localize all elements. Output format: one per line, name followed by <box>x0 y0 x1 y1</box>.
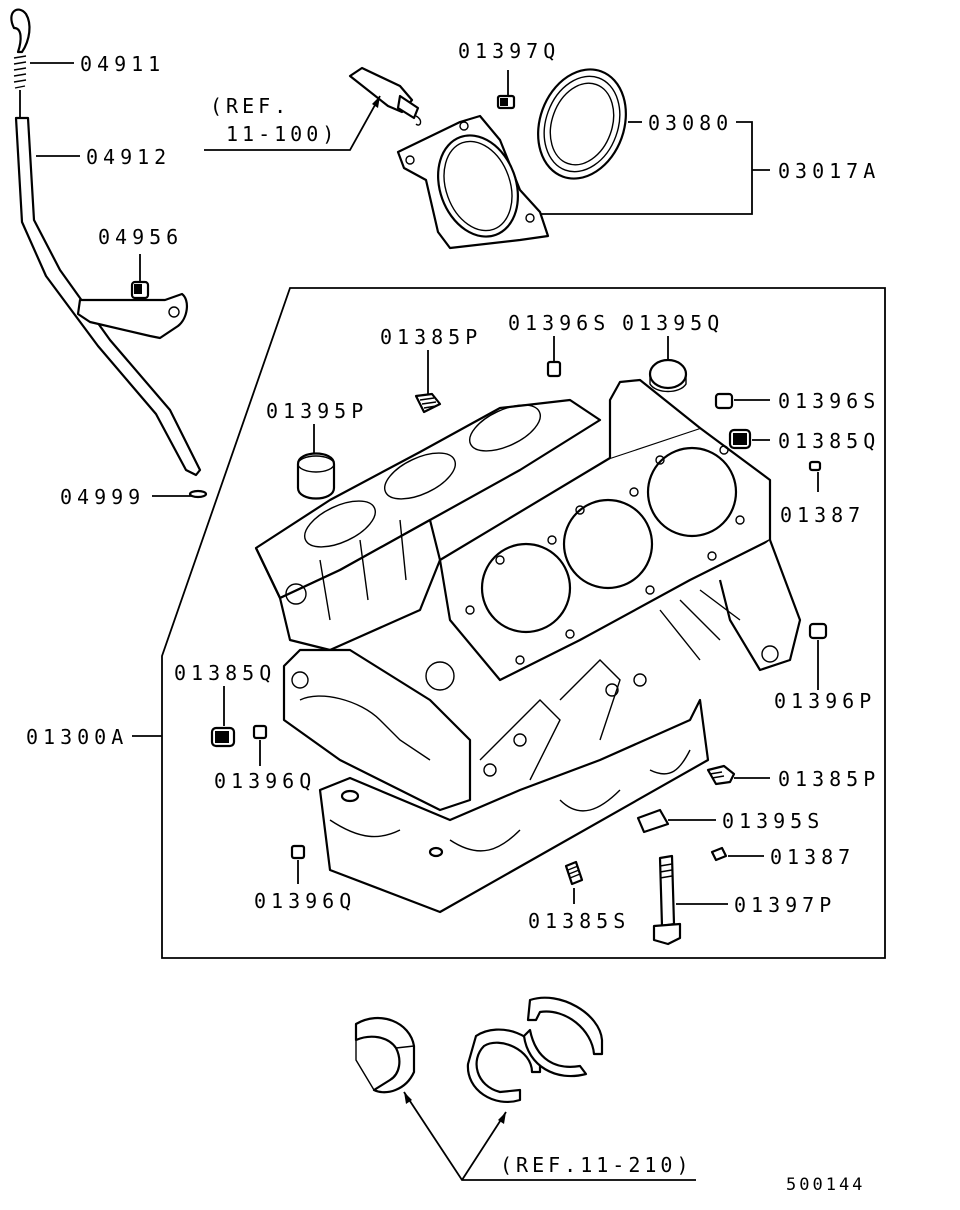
label-01397p: 01397P <box>734 893 836 917</box>
label-03017a: 03017A <box>778 159 880 183</box>
label-01385s: 01385S <box>528 909 630 933</box>
ref-11-100-line2: 11-100) <box>226 122 338 146</box>
label-01387-top: 01387 <box>780 503 865 527</box>
bolt-01397q <box>496 94 516 110</box>
label-04911: 04911 <box>80 52 165 76</box>
pin-01387-top <box>808 460 822 472</box>
plug-01385q-right <box>728 428 752 450</box>
label-01397q: 01397Q <box>458 39 560 63</box>
ref-11-210: (REF.11-210) <box>500 1153 693 1177</box>
pin-01387-bottom <box>710 846 728 862</box>
rear-oil-seal-case <box>396 114 550 250</box>
bolt-01397p <box>652 854 682 946</box>
thrust-washer-right <box>522 996 604 1078</box>
cylinder-block <box>254 378 802 914</box>
label-04956: 04956 <box>98 225 183 249</box>
dowel-01396p <box>808 622 828 640</box>
label-01396p: 01396P <box>774 689 876 713</box>
label-04912: 04912 <box>86 145 171 169</box>
oil-seal-03080 <box>537 68 627 180</box>
plug-01385p-top <box>414 392 442 414</box>
label-01395s: 01395S <box>722 809 824 833</box>
label-04999: 04999 <box>60 485 145 509</box>
dipstick-assembly <box>10 8 208 499</box>
bolt-04956 <box>130 280 150 300</box>
plug-01385p-right <box>706 764 736 786</box>
dowel-01396s-right <box>714 392 734 410</box>
label-01387-bottom: 01387 <box>770 845 855 869</box>
block-assembly-frame <box>161 287 886 959</box>
dowel-01396q-bottom <box>290 844 306 860</box>
label-01385p-right: 01385P <box>778 767 880 791</box>
label-01396q-mid: 01396Q <box>214 769 316 793</box>
label-01385q-left: 01385Q <box>174 661 276 685</box>
dowel-01396s-top <box>546 360 562 378</box>
diagram-code: 500144 <box>786 1175 865 1195</box>
label-01300a: 01300A <box>26 725 128 749</box>
oring-04999 <box>188 489 208 499</box>
label-01395p: 01395P <box>266 399 368 423</box>
plug-01395s <box>636 808 670 834</box>
plug-01385s <box>564 860 584 886</box>
label-01385q-right: 01385Q <box>778 429 880 453</box>
label-03080: 03080 <box>648 111 733 135</box>
main-bearing <box>354 1016 416 1094</box>
dowel-01396q-mid <box>252 724 268 740</box>
label-01396q-bottom: 01396Q <box>254 889 356 913</box>
plug-01385q-left <box>210 726 236 748</box>
plug-01395q <box>648 358 688 393</box>
label-01396s-top: 01396S <box>508 311 610 335</box>
label-01385p-top: 01385P <box>380 325 482 349</box>
ref-11-100-line1: (REF. <box>210 94 290 118</box>
label-01396s-right: 01396S <box>778 389 880 413</box>
sealant-tube <box>348 66 422 126</box>
plug-01395p <box>296 452 336 500</box>
label-01395q: 01395Q <box>622 311 724 335</box>
